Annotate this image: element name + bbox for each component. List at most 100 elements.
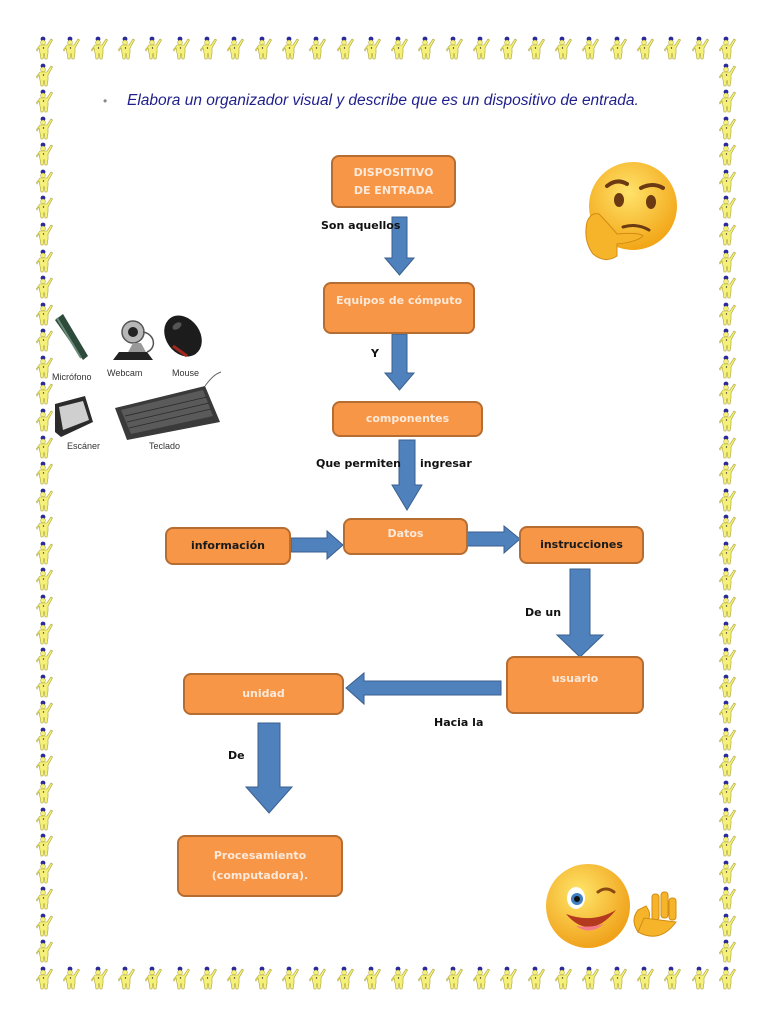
border-figure-icon <box>555 966 573 990</box>
border-figure-icon <box>36 807 54 831</box>
border-figure-icon <box>719 514 737 538</box>
node-label: Equipos de cómputo <box>335 294 463 307</box>
border-figure-icon <box>418 36 436 60</box>
node-label: información <box>191 539 265 552</box>
border-figure-icon <box>36 328 54 352</box>
border-figure-icon <box>609 966 628 990</box>
winking-face-icon <box>540 862 685 952</box>
border-figure-icon <box>145 36 163 60</box>
keyboard-icon <box>115 371 222 440</box>
border-figure-icon <box>36 381 54 405</box>
border-figure-icon <box>172 966 191 990</box>
border-figure-icon <box>445 966 464 990</box>
border-figure-icon <box>363 966 382 990</box>
device-label-microfono: Micrófono <box>52 372 92 382</box>
border-figure-icon <box>36 355 54 379</box>
border-figure-icon <box>309 36 327 60</box>
border-figure-icon <box>719 169 737 193</box>
border-figure-icon <box>36 674 54 698</box>
device-label-teclado: Teclado <box>149 441 181 451</box>
border-figure-icon <box>719 195 737 219</box>
border-figure-icon <box>719 461 737 485</box>
border-figure-icon <box>36 142 54 166</box>
border-figure-icon <box>719 488 737 512</box>
device-label-webcam: Webcam <box>107 368 143 378</box>
border-figure-icon <box>36 966 54 990</box>
border-figure-icon <box>719 275 737 299</box>
border-figure-icon <box>36 621 54 645</box>
border-figure-icon <box>36 435 54 459</box>
border-figure-icon <box>36 488 54 512</box>
border-figure-icon <box>500 36 518 60</box>
arrow-left-1 <box>345 671 502 706</box>
node-informacion: información <box>165 527 291 565</box>
bullet-icon: • <box>103 94 108 108</box>
border-figure-icon <box>36 753 54 777</box>
border-figure-icon <box>719 435 737 459</box>
border-figure-icon <box>36 116 54 140</box>
arrow-down-3 <box>391 439 423 511</box>
border-figure-icon <box>719 408 737 432</box>
border-figure-icon <box>172 36 191 60</box>
microphone-icon <box>55 314 88 360</box>
arrow-right-2 <box>466 524 521 555</box>
border-figure-icon <box>719 594 737 618</box>
border-figure-icon <box>363 36 382 60</box>
border-figure-icon <box>719 700 737 724</box>
node-label: DISPOSITIVO DE ENTRADA <box>353 165 434 197</box>
border-figure-icon <box>719 886 737 910</box>
border-figure-icon <box>719 833 737 857</box>
connector-y: Y <box>371 347 379 360</box>
border-figure-icon <box>118 966 136 990</box>
border-figure-icon <box>200 966 218 990</box>
border-figure-icon <box>719 939 737 963</box>
border-figure-icon <box>36 780 54 804</box>
node-label: Procesamiento (computadora). <box>211 849 309 882</box>
border-figure-icon <box>445 36 464 60</box>
border-figure-icon <box>637 36 655 60</box>
border-figure-icon <box>719 328 737 352</box>
border-figure-icon <box>118 36 136 60</box>
instruction-item: • Elabora un organizador visual y descri… <box>103 92 645 110</box>
border-figure-icon <box>336 966 355 990</box>
border-figure-icon <box>63 966 81 990</box>
node-label: unidad <box>242 687 285 700</box>
connector-ingresar: ingresar <box>420 457 472 470</box>
border-figure-icon <box>36 833 54 857</box>
webcam-icon <box>113 320 155 360</box>
border-figure-icon <box>36 169 54 193</box>
node-label: componentes <box>365 412 450 425</box>
border-figure-icon <box>691 36 710 60</box>
arrow-down-5 <box>244 722 294 814</box>
device-label-escaner: Escáner <box>67 441 101 451</box>
node-datos: Datos <box>343 518 468 555</box>
border-figure-icon <box>719 116 737 140</box>
border-figure-icon <box>719 807 737 831</box>
border-figure-icon <box>200 36 218 60</box>
border-figure-icon <box>254 36 273 60</box>
node-unidad: unidad <box>183 673 344 715</box>
border-figure-icon <box>719 860 737 884</box>
device-label-mouse: Mouse <box>172 368 200 378</box>
node-label: Datos <box>387 527 424 540</box>
border-figure-icon <box>36 302 54 326</box>
border-figure-icon <box>527 36 546 60</box>
border-figure-icon <box>145 966 163 990</box>
border-figure-icon <box>609 36 628 60</box>
border-figure-icon <box>719 674 737 698</box>
border-figure-icon <box>36 886 54 910</box>
border-figure-icon <box>36 249 54 273</box>
node-dispositivo-de-entrada: DISPOSITIVO DE ENTRADA <box>331 155 456 208</box>
node-componentes: componentes <box>332 401 483 437</box>
border-figure-icon <box>719 249 737 273</box>
border-figure-icon <box>36 514 54 538</box>
arrow-down-2 <box>383 333 416 391</box>
connector-hacia-la: Hacia la <box>434 716 484 729</box>
border-figure-icon <box>637 966 655 990</box>
border-figure-icon <box>719 541 737 565</box>
border-figure-icon <box>719 647 737 671</box>
connector-de: De <box>228 749 245 762</box>
border-figure-icon <box>36 939 54 963</box>
border-figure-icon <box>391 966 409 990</box>
